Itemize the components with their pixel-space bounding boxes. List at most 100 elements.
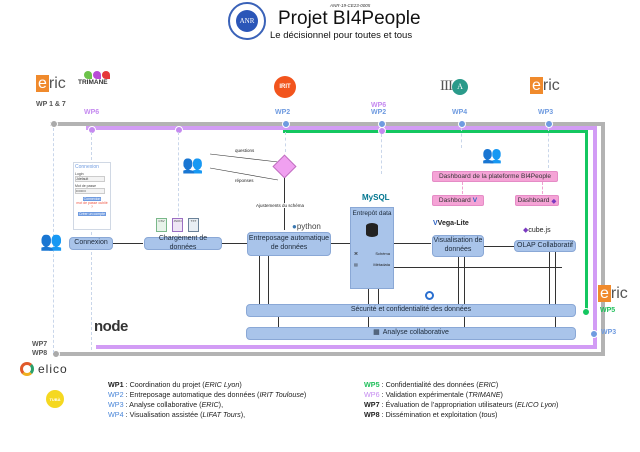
visualisation-box[interactable]: Visualisation de données bbox=[432, 235, 484, 257]
entreposage-box[interactable]: Entreposage automatique de données bbox=[247, 232, 331, 256]
connector-h bbox=[394, 267, 562, 268]
wp7-8-dot bbox=[52, 350, 60, 358]
legend-text: : Validation expérimentale ( bbox=[379, 390, 469, 399]
wp8-label: WP8 bbox=[32, 350, 48, 357]
connexion-box[interactable]: Connexion bbox=[69, 237, 113, 250]
wp7-label: WP7 bbox=[32, 341, 48, 348]
legend-code: WP8 bbox=[364, 410, 380, 419]
cubejs-logo: ◆cube.js bbox=[523, 227, 551, 234]
eric-logo-e: e bbox=[36, 75, 49, 92]
mysql-logo: MySQL bbox=[362, 193, 390, 202]
arrow-entrepot-visualisation bbox=[394, 243, 431, 244]
legend-item: WP6 : Validation expérimentale (TRIMANE) bbox=[364, 390, 558, 400]
cubejs-logo-text: cube.js bbox=[528, 227, 551, 234]
legend-right: WP5 : Confidentialité des données (ERIC)… bbox=[364, 380, 558, 420]
wp1-7-label: WP 1 & 7 bbox=[36, 101, 66, 108]
mysql-logo-text: MySQL bbox=[362, 193, 390, 202]
elico-logo: elico bbox=[20, 362, 68, 376]
wp1-7-dot bbox=[50, 120, 58, 128]
arrow-chargement-entreposage bbox=[222, 243, 247, 244]
legend-code: WP4 bbox=[108, 410, 124, 419]
connector bbox=[549, 252, 550, 304]
legend-end: ) bbox=[239, 380, 242, 389]
purple-track-bottom bbox=[96, 345, 597, 349]
connector bbox=[368, 289, 369, 304]
entrepot-box[interactable]: Entrepôt data ⌘Schéma ▤Métadata bbox=[350, 207, 394, 289]
analyse-label: Analyse collaborative bbox=[382, 329, 449, 337]
reponses-label: réponses bbox=[235, 178, 254, 183]
guide-line bbox=[178, 132, 179, 242]
guide-line bbox=[461, 128, 462, 148]
legend-org: LIFAT Tours bbox=[202, 410, 241, 419]
legend-end: ) bbox=[500, 390, 503, 399]
legend-item: WP3 : Analyse collaborative (ERIC), bbox=[108, 400, 306, 410]
arrow-connexion-chargement bbox=[113, 243, 143, 244]
legend-item: WP2 : Entreposage automatique des donnée… bbox=[108, 390, 306, 400]
wp2-irit-dot bbox=[282, 120, 290, 128]
wp2-mid-label: WP2 bbox=[371, 109, 387, 116]
dashboard-platform[interactable]: Dashboard de la plateforme BI4People bbox=[432, 171, 558, 182]
irit-logo: IRIT bbox=[274, 76, 296, 98]
legend-code: WP2 bbox=[108, 390, 124, 399]
arrow-visualisation-olap bbox=[484, 246, 514, 247]
legend-code: WP1 bbox=[108, 380, 124, 389]
connector bbox=[378, 289, 379, 304]
wp3-right-label: WP3 bbox=[601, 329, 617, 336]
wp3-top-dot bbox=[545, 120, 553, 128]
analyse-icon: ▦ bbox=[373, 329, 380, 337]
legend-item: WP4 : Visualisation assistée (LIFAT Tour… bbox=[108, 410, 306, 420]
eric-logo-e: e bbox=[598, 285, 611, 302]
schema-icon: ⌘ bbox=[354, 251, 358, 256]
analyse-bar[interactable]: ▦Analyse collaborative bbox=[246, 327, 576, 340]
forgot-password-link[interactable]: mot de passe oublié ? bbox=[76, 201, 108, 209]
legend-org: ERIC bbox=[201, 400, 219, 409]
securite-bar[interactable]: Sécurité et confidentialité des données bbox=[246, 304, 576, 317]
wp4-dot bbox=[458, 120, 466, 128]
dashboard-cube[interactable]: Dashboard◆ bbox=[515, 195, 559, 206]
connector bbox=[464, 257, 465, 304]
wp3-right-dot bbox=[590, 330, 598, 338]
metadata-label: Métadata bbox=[373, 262, 390, 267]
legend-end: ) bbox=[495, 410, 498, 419]
legend-org: ERIC Lyon bbox=[204, 380, 240, 389]
legend-code: WP3 bbox=[108, 400, 124, 409]
login-input[interactable]: Jdefault bbox=[75, 176, 105, 182]
anr-logo: ANR bbox=[228, 2, 266, 40]
eric-logo-e: e bbox=[530, 77, 543, 94]
users-icon-right: 👥 bbox=[482, 147, 502, 164]
create-account-button[interactable]: Créer un compte bbox=[78, 212, 106, 216]
anr-logo-text: ANR bbox=[236, 10, 258, 32]
qa-arrows bbox=[209, 153, 279, 181]
chargement-box[interactable]: Chargement de données bbox=[144, 235, 222, 251]
olap-box[interactable]: OLAP Collaboratif bbox=[514, 240, 576, 252]
legend-end: ), bbox=[240, 410, 246, 419]
dashboard-vega-label: Dashboard bbox=[438, 197, 471, 204]
page-title: Projet BI4People bbox=[278, 8, 421, 29]
guide-line bbox=[285, 132, 286, 152]
grey-track-right bbox=[601, 122, 605, 356]
analysts-icon: 👥 bbox=[182, 155, 204, 174]
green-track-top bbox=[283, 130, 588, 133]
legend-end: ) bbox=[556, 400, 559, 409]
entrepot-title: Entrepôt data bbox=[352, 210, 392, 217]
wp6-left-label: WP6 bbox=[84, 109, 100, 116]
legend-end: ) bbox=[303, 390, 307, 399]
legend-text: : Dissémination et exploitation ( bbox=[379, 410, 482, 419]
login-submit-button[interactable]: Connexion bbox=[83, 197, 101, 201]
legend-org: ERIC bbox=[478, 380, 496, 389]
wp2-irit-label: WP2 bbox=[275, 109, 291, 116]
metadata-row: ▤ Métadata bbox=[351, 262, 393, 267]
login-form: Connexion Login Jdefault Mot de passe ••… bbox=[73, 162, 111, 230]
project-ref: ANR-19-CE23-0005 bbox=[330, 3, 371, 8]
dashboard-cube-label: Dashboard bbox=[517, 197, 550, 204]
green-track-right bbox=[585, 130, 588, 312]
legend-code: WP5 bbox=[364, 380, 380, 389]
metadata-icon: ▤ bbox=[354, 262, 358, 267]
eric-logo-text: ric bbox=[542, 77, 560, 94]
password-input[interactable]: •••••••• bbox=[75, 188, 105, 194]
connector bbox=[458, 257, 459, 304]
cube-icon: ◆ bbox=[551, 197, 557, 205]
page-subtitle: Le décisionnel pour toutes et tous bbox=[270, 30, 413, 41]
wp6-dot-2 bbox=[175, 126, 183, 134]
